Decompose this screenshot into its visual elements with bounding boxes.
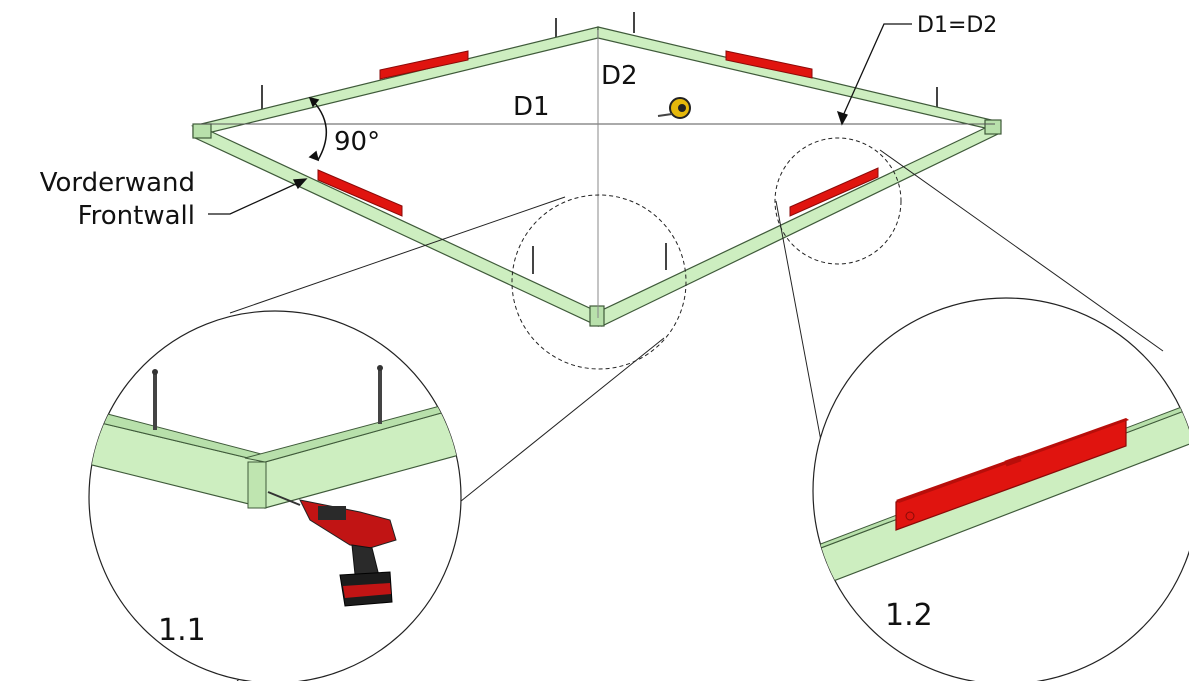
equality-leader-line	[836, 23, 912, 126]
right-angle-marker	[308, 96, 328, 162]
spirit-level-icon	[725, 50, 813, 79]
ground-stake-icon	[152, 369, 158, 430]
label-d1: D1	[513, 92, 550, 122]
corner-post-left	[192, 123, 212, 139]
spirit-level-icon	[895, 418, 1129, 531]
detail-beam-right-top	[244, 401, 461, 463]
label-d1-equals-d2: D1=D2	[917, 13, 997, 38]
corner-post-front	[589, 305, 605, 327]
beam-front-right	[597, 121, 1001, 327]
beam-front-left	[192, 125, 599, 327]
zoom-area-level	[774, 137, 902, 265]
spirit-level-icon	[379, 50, 469, 80]
ground-stake-icon	[377, 365, 383, 424]
front-wall-leader-line	[208, 178, 308, 215]
label-front-wall-de: Vorderwand	[40, 168, 195, 198]
detail-1-2: 1.2	[812, 297, 1189, 685]
label-d2: D2	[601, 61, 638, 91]
cordless-drill-icon	[267, 491, 397, 607]
tape-measure-icon	[657, 97, 691, 119]
detail-1-1: 1.1	[88, 310, 462, 684]
label-angle: 90°	[334, 127, 380, 157]
spirit-levels	[317, 50, 879, 217]
detail-label-1-1: 1.1	[158, 613, 206, 648]
zoom-area-corner	[511, 194, 687, 370]
detail-label-1-2: 1.2	[885, 598, 933, 633]
spirit-level-icon	[317, 169, 403, 217]
ground-stakes	[261, 12, 938, 274]
corner-post-right	[984, 119, 1002, 135]
beam-back-right	[597, 26, 1002, 129]
spirit-level-icon	[789, 167, 879, 217]
label-front-wall-en: Frontwall	[78, 201, 195, 231]
base-frame	[190, 26, 1002, 327]
detail-corner-post	[247, 461, 267, 509]
